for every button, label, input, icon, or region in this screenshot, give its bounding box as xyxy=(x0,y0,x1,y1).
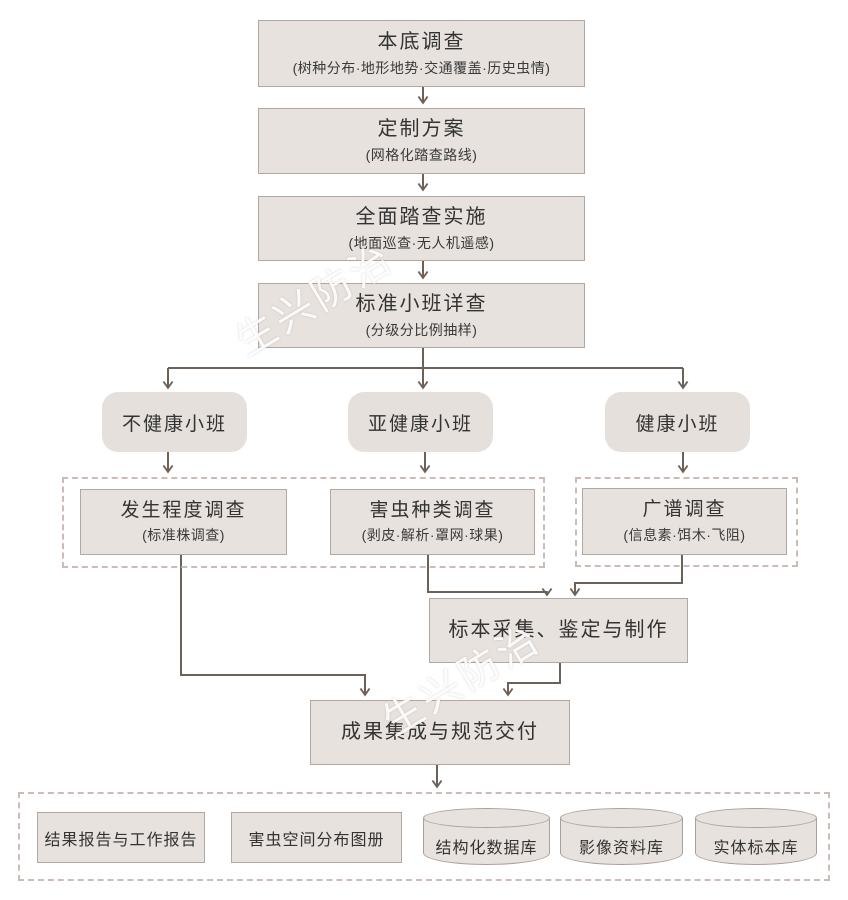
database-cylinder-imagery: 影像资料库 xyxy=(560,808,683,865)
dashed-group-left-surveys xyxy=(62,477,545,568)
step-title: 全面踏查实施 xyxy=(355,205,488,228)
survey-subtitle: (信息素·饵木·飞阻) xyxy=(623,526,746,543)
dashed-group-broad-survey xyxy=(575,477,798,567)
step-subtitle: (分级分比例抽样) xyxy=(365,321,478,338)
cylinder-top xyxy=(423,808,550,828)
connector-survey2-specimen xyxy=(427,555,553,597)
survey-box-severity: 发生程度调查 (标准株调查) xyxy=(80,489,287,555)
survey-title: 广谱调查 xyxy=(642,499,727,521)
survey-subtitle: (剥皮·解析·罩网·球果) xyxy=(361,527,504,544)
step-title: 本底调查 xyxy=(377,30,466,53)
step-title: 标准小班详查 xyxy=(355,292,488,315)
step-title: 定制方案 xyxy=(377,118,466,140)
step-subtitle: (地面巡查·无人机遥感) xyxy=(348,234,495,251)
database-cylinder-structured: 结构化数据库 xyxy=(423,808,550,865)
step-box-standard-plot-survey: 标准小班详查 (分级分比例抽样) xyxy=(258,283,585,348)
database-cylinder-specimens: 实体标本库 xyxy=(695,808,817,865)
deliverable-box-reports: 结果报告与工作报告 xyxy=(37,812,205,863)
branch-pill-unhealthy: 不健康小班 xyxy=(102,392,247,452)
specimen-box: 标本采集、鉴定与制作 xyxy=(429,598,688,663)
survey-box-pest-species: 害虫种类调查 (剥皮·解析·罩网·球果) xyxy=(330,489,535,555)
branch-label: 健康小班 xyxy=(635,413,720,435)
database-label: 影像资料库 xyxy=(578,840,664,857)
survey-subtitle: (标准株调查) xyxy=(142,527,225,544)
deliverable-label: 结果报告与工作报告 xyxy=(44,831,198,849)
survey-title: 害虫种类调查 xyxy=(369,499,496,521)
step-box-baseline-survey: 本底调查 (树种分布·地形地势·交通覆盖·历史虫情) xyxy=(258,20,585,87)
database-label: 实体标本库 xyxy=(713,840,799,857)
database-label: 结构化数据库 xyxy=(435,840,538,857)
connector-survey3-specimen xyxy=(569,555,683,597)
deliverable-box-atlas: 害虫空间分布图册 xyxy=(231,812,402,863)
integration-title: 成果集成与规范交付 xyxy=(341,721,539,743)
specimen-title: 标本采集、鉴定与制作 xyxy=(448,619,669,641)
survey-title: 发生程度调查 xyxy=(120,499,247,521)
step-box-custom-plan: 定制方案 (网格化踏查路线) xyxy=(258,108,585,174)
integration-box: 成果集成与规范交付 xyxy=(310,700,570,765)
branch-pill-healthy: 健康小班 xyxy=(605,392,750,452)
step-subtitle: (网格化踏查路线) xyxy=(365,147,478,163)
branch-label: 不健康小班 xyxy=(121,413,227,435)
connector-survey1-integration xyxy=(180,555,371,697)
survey-box-broad-spectrum: 广谱调查 (信息素·饵木·飞阻) xyxy=(582,488,787,555)
step-subtitle: (树种分布·地形地势·交通覆盖·历史虫情) xyxy=(292,59,551,76)
cylinder-top xyxy=(560,808,683,828)
deliverable-label: 害虫空间分布图册 xyxy=(248,831,385,849)
branch-label: 亚健康小班 xyxy=(367,413,473,435)
cylinder-top xyxy=(695,808,817,828)
connector-specimen-integration xyxy=(502,663,561,697)
step-box-full-scouting: 全面踏查实施 (地面巡查·无人机遥感) xyxy=(258,196,585,261)
dashed-group-deliverables xyxy=(18,792,830,881)
branch-pill-subhealthy: 亚健康小班 xyxy=(348,392,493,452)
